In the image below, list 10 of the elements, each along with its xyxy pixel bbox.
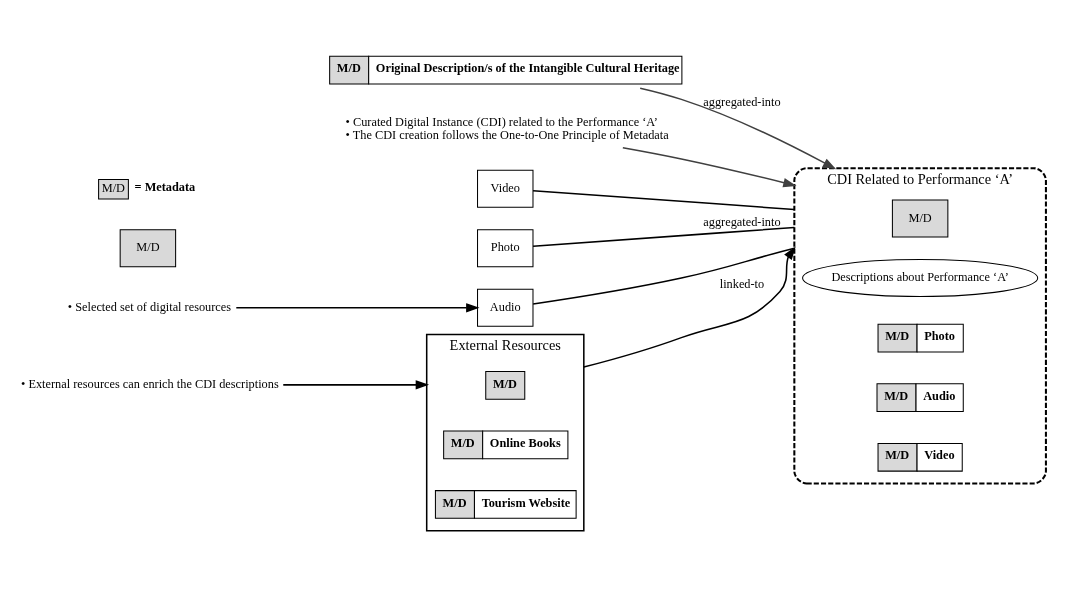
node-text: • External resources can enrich the CDI descriptions — [21, 376, 279, 391]
legend-label: = Metadata — [134, 179, 196, 194]
node-label: Original Description/s of the Intangible Cultural Heritage — [375, 60, 680, 75]
node-text: • Curated Digital Instance (CDI) related to the Performance ‘A’ • The CDI creation follows the One-to-One Principle of Metadata — [345, 114, 669, 142]
edge-label: linked-to — [719, 276, 765, 291]
node-text: • Selected set of digital resources — [67, 299, 232, 314]
label: M/D — [101, 180, 125, 195]
node-text: M/D — [336, 60, 361, 75]
edge-label: aggregated-into — [703, 94, 781, 109]
edge-label: aggregated-into — [703, 214, 781, 229]
